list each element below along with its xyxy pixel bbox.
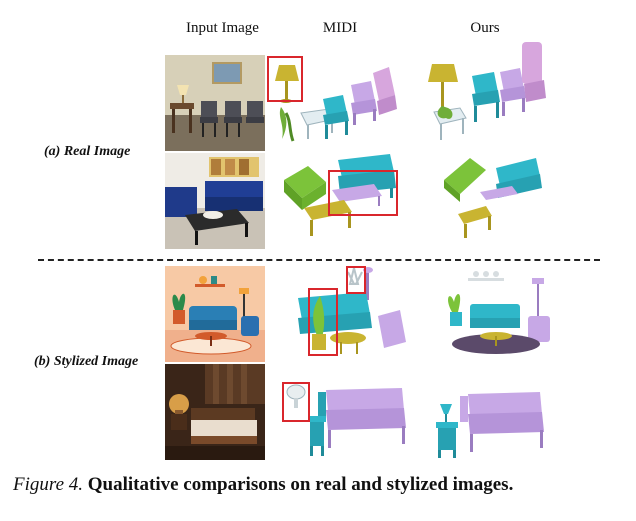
midi-result-bedroom (282, 370, 417, 462)
input-stylized-living-room (165, 266, 265, 362)
row-group-divider (38, 259, 600, 261)
highlight-box-table (328, 170, 398, 216)
figure-label: Figure 4. (13, 474, 84, 495)
midi-result-office (265, 55, 400, 151)
figure-caption: Figure 4. Qualitative comparisons on rea… (13, 474, 513, 496)
ours-result-bedroom (432, 382, 552, 462)
highlight-box-bedside-lamp (282, 382, 310, 422)
highlight-box-lamp (267, 56, 303, 102)
highlight-box-plant (308, 288, 338, 356)
column-header-input: Input Image (186, 20, 259, 36)
midi-result-lounge (278, 152, 408, 247)
input-photo-office (165, 55, 265, 151)
column-header-ours: Ours (470, 20, 500, 36)
input-photo-lounge (165, 153, 265, 249)
column-header-midi: MIDI (322, 20, 358, 36)
midi-result-stylized-living-room (290, 262, 415, 362)
ours-result-office (420, 36, 550, 151)
highlight-box-decor (346, 266, 366, 294)
row-label-real: (a) Real Image (44, 144, 131, 159)
figure-caption-text: Qualitative comparisons on real and styl… (87, 474, 514, 495)
input-photo-bedroom (165, 364, 265, 460)
ours-result-stylized-living-room (440, 262, 560, 362)
row-label-stylized: (b) Stylized Image (34, 354, 139, 369)
ours-result-lounge (440, 150, 550, 245)
